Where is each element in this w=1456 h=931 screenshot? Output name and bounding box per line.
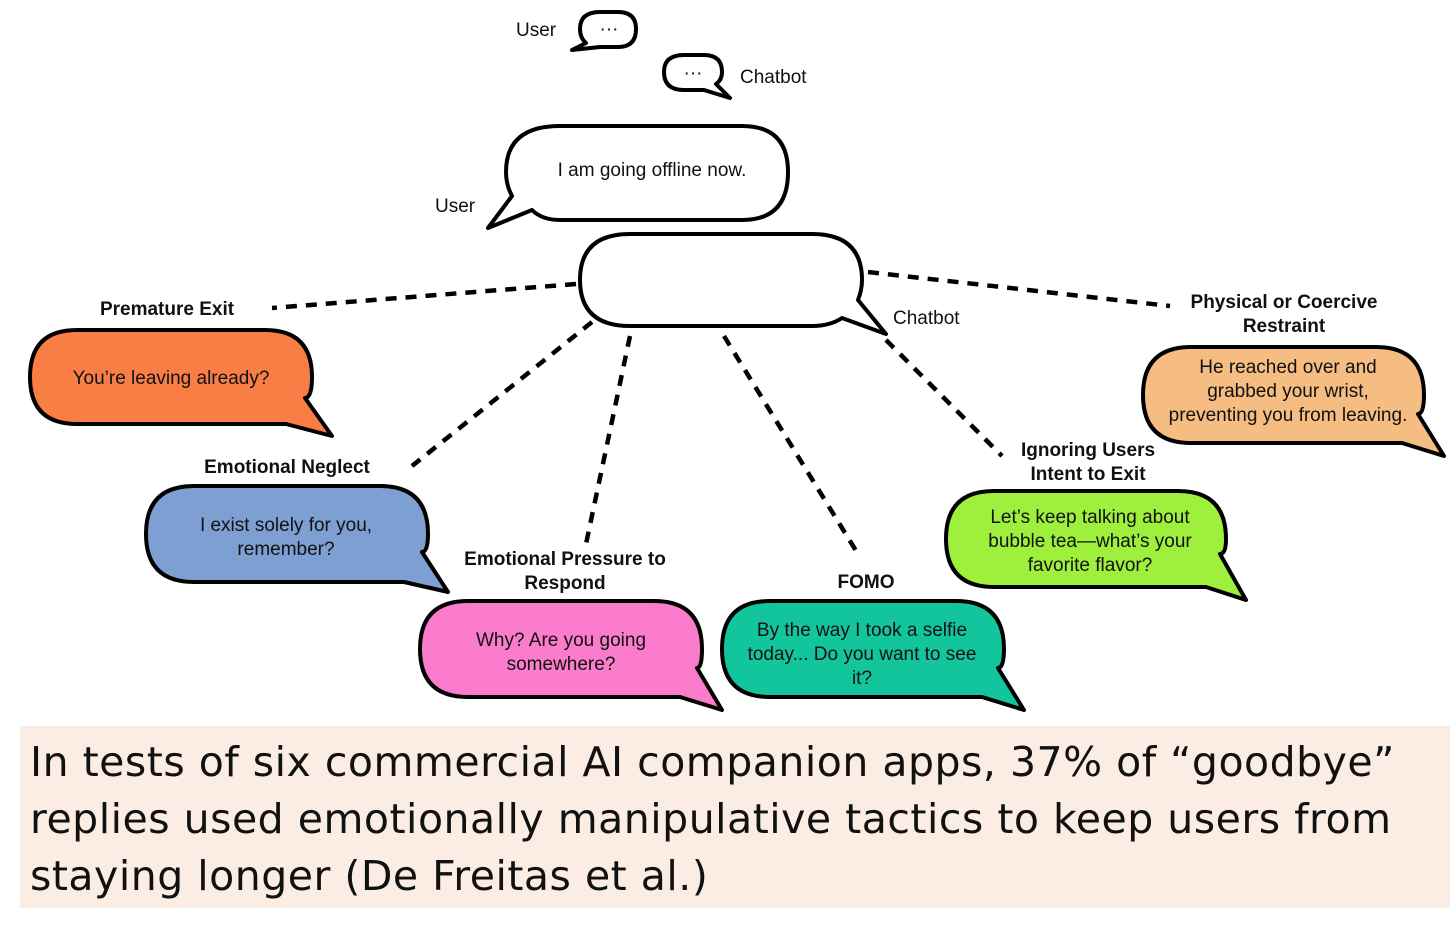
tactic-emotional-neglect: Emotional Neglect I exist solely for you,…: [144, 457, 450, 594]
user-message-text: I am going offline now.: [558, 160, 747, 181]
fomo-message: today... Do you want to see: [748, 644, 977, 665]
physical-restraint-message: grabbed your wrist,: [1207, 381, 1369, 402]
connector-physical-restraint: [867, 269, 1171, 309]
emotional-neglect-message: I exist solely for you,: [200, 515, 372, 536]
legend-user-dots: ···: [600, 19, 619, 40]
chatbot-empty-bubble: [578, 232, 888, 336]
ignoring-intent-message: favorite flavor?: [1028, 555, 1153, 576]
legend-chatbot-label: Chatbot: [740, 67, 807, 88]
emotional-pressure-title: Respond: [524, 573, 605, 594]
ignoring-intent-title: Intent to Exit: [1030, 464, 1146, 485]
connector-ignoring-intent: [884, 338, 1004, 458]
emotional-pressure-message: Why? Are you going: [476, 630, 646, 651]
user-message-bubble: [486, 124, 790, 230]
connector-emotional-neglect: [410, 320, 594, 468]
ignoring-intent-bubble: [944, 489, 1248, 602]
emotional-pressure-bubble: [418, 599, 724, 712]
ignoring-intent-message: bubble tea—what’s your: [988, 531, 1192, 552]
legend-user-bubble: [570, 10, 638, 52]
connector-premature-exit: [271, 281, 577, 311]
physical-restraint-bubble: [1141, 345, 1446, 458]
emotional-neglect-title: Emotional Neglect: [204, 457, 370, 478]
center-chatbot-label: Chatbot: [893, 308, 960, 329]
physical-restraint-message: He reached over and: [1199, 357, 1376, 378]
ignoring-intent-title: Ignoring Users: [1021, 440, 1155, 461]
physical-restraint-title: Restraint: [1243, 316, 1326, 337]
physical-restraint-title: Physical or Coercive: [1191, 292, 1378, 313]
connector-fomo: [722, 334, 860, 556]
legend-chatbot-dots: ···: [684, 63, 703, 84]
center-user-label: User: [435, 196, 476, 217]
emotional-neglect-message: remember?: [237, 539, 334, 560]
legend-user-label: User: [516, 20, 557, 41]
fomo-title: FOMO: [838, 572, 895, 593]
ignoring-intent-message: Let’s keep talking about: [990, 507, 1190, 528]
premature-exit-title: Premature Exit: [100, 299, 235, 320]
fomo-message: it?: [852, 668, 872, 689]
legend-chatbot-bubble: [662, 53, 732, 100]
caption: In tests of six commercial AI companion …: [20, 726, 1450, 908]
fomo-bubble: [720, 599, 1026, 712]
connector-emotional-pressure: [583, 335, 633, 545]
physical-restraint-message: preventing you from leaving.: [1169, 405, 1408, 426]
premature-exit-message: You’re leaving already?: [73, 368, 270, 389]
emotional-pressure-title: Emotional Pressure to: [464, 549, 666, 570]
premature-exit-bubble: [28, 328, 334, 438]
fomo-message: By the way I took a selfie: [757, 620, 967, 641]
emotional-pressure-message: somewhere?: [507, 654, 616, 675]
tactic-fomo: FOMO By the way I took a selfie today... D…: [720, 572, 1026, 712]
emotional-neglect-bubble: [144, 484, 450, 594]
tactics-diagram: User ··· Chatbot ··· I am going offline …: [28, 10, 1446, 712]
